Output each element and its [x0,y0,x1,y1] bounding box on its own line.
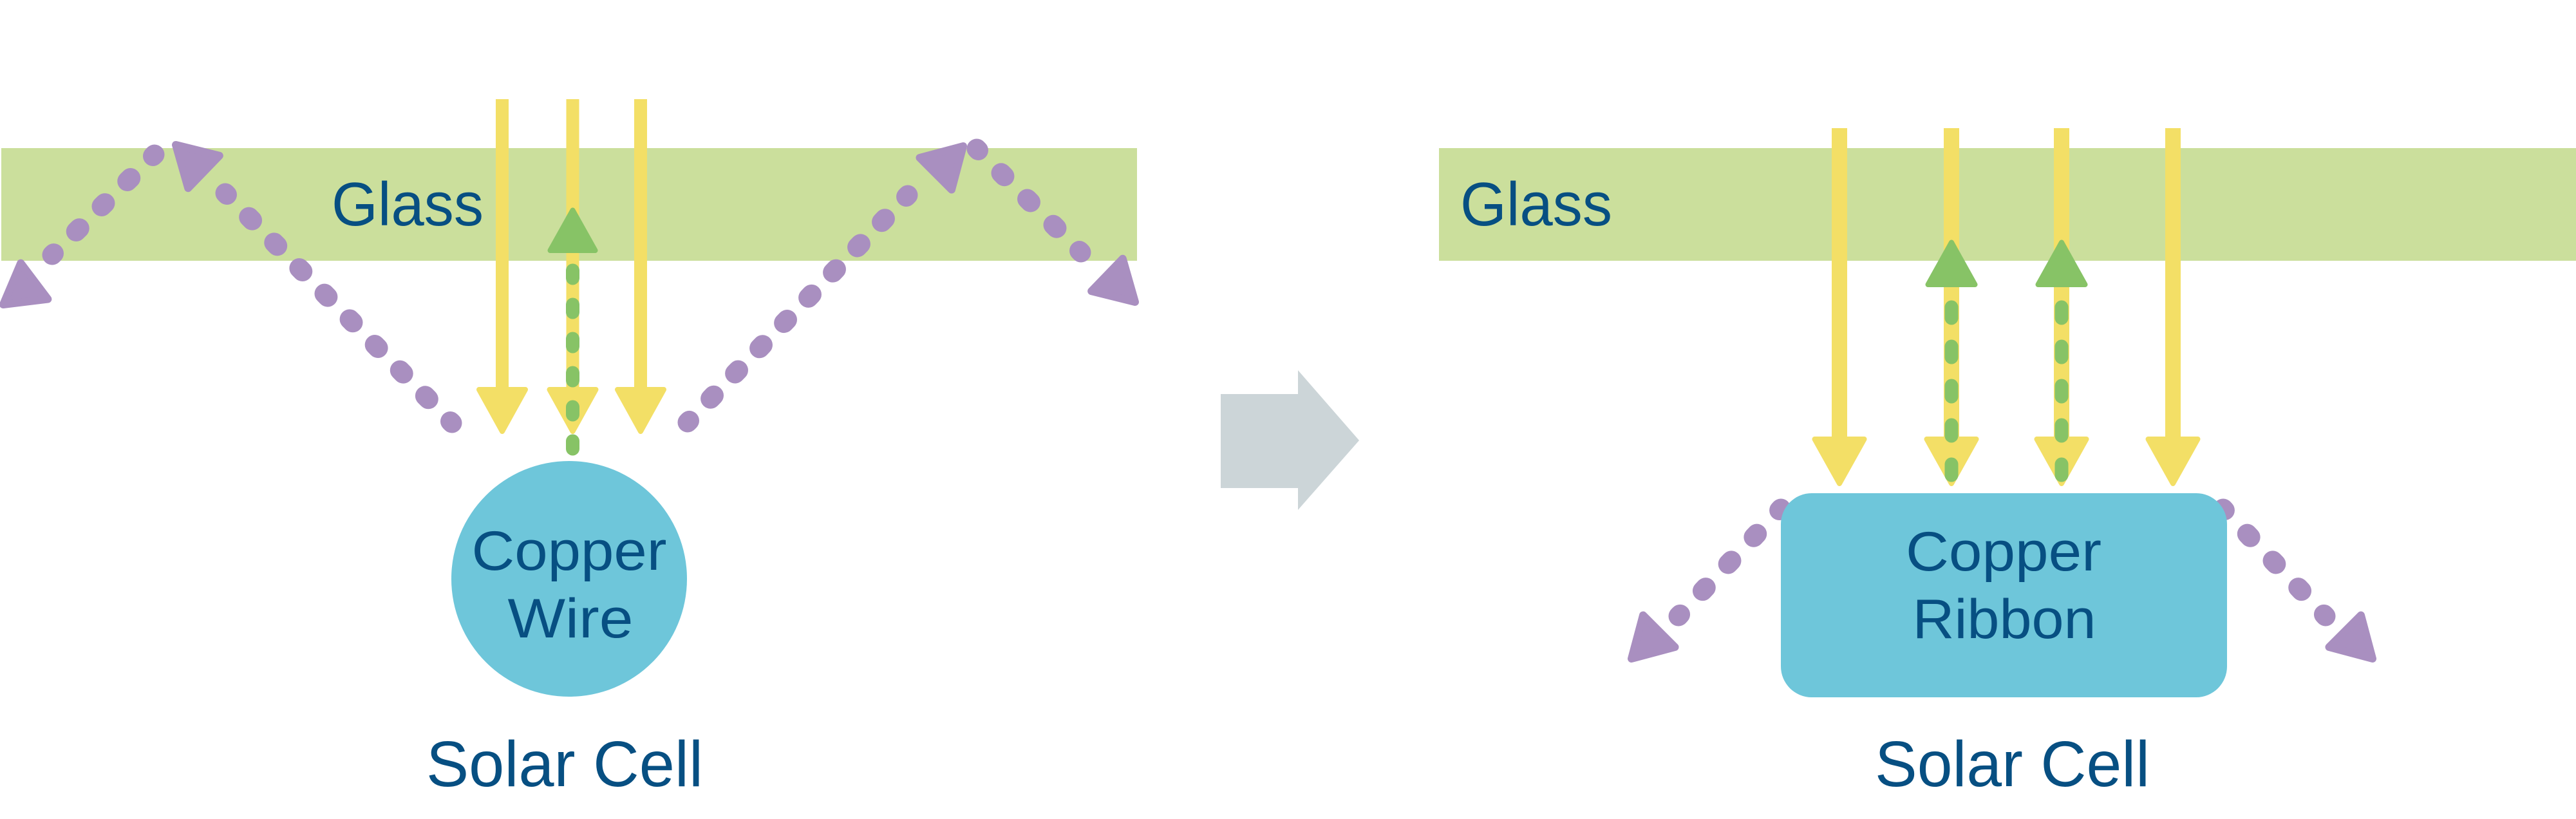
svg-text:Glass: Glass [332,170,484,239]
svg-text:Copper: Copper [1906,521,2101,583]
svg-text:Ribbon: Ribbon [1913,588,2096,650]
svg-text:Glass: Glass [1460,170,1612,239]
svg-text:Solar Cell: Solar Cell [426,728,703,800]
svg-text:Solar Cell: Solar Cell [1875,728,2150,800]
svg-text:Copper: Copper [472,520,667,582]
svg-text:Wire: Wire [508,588,634,650]
